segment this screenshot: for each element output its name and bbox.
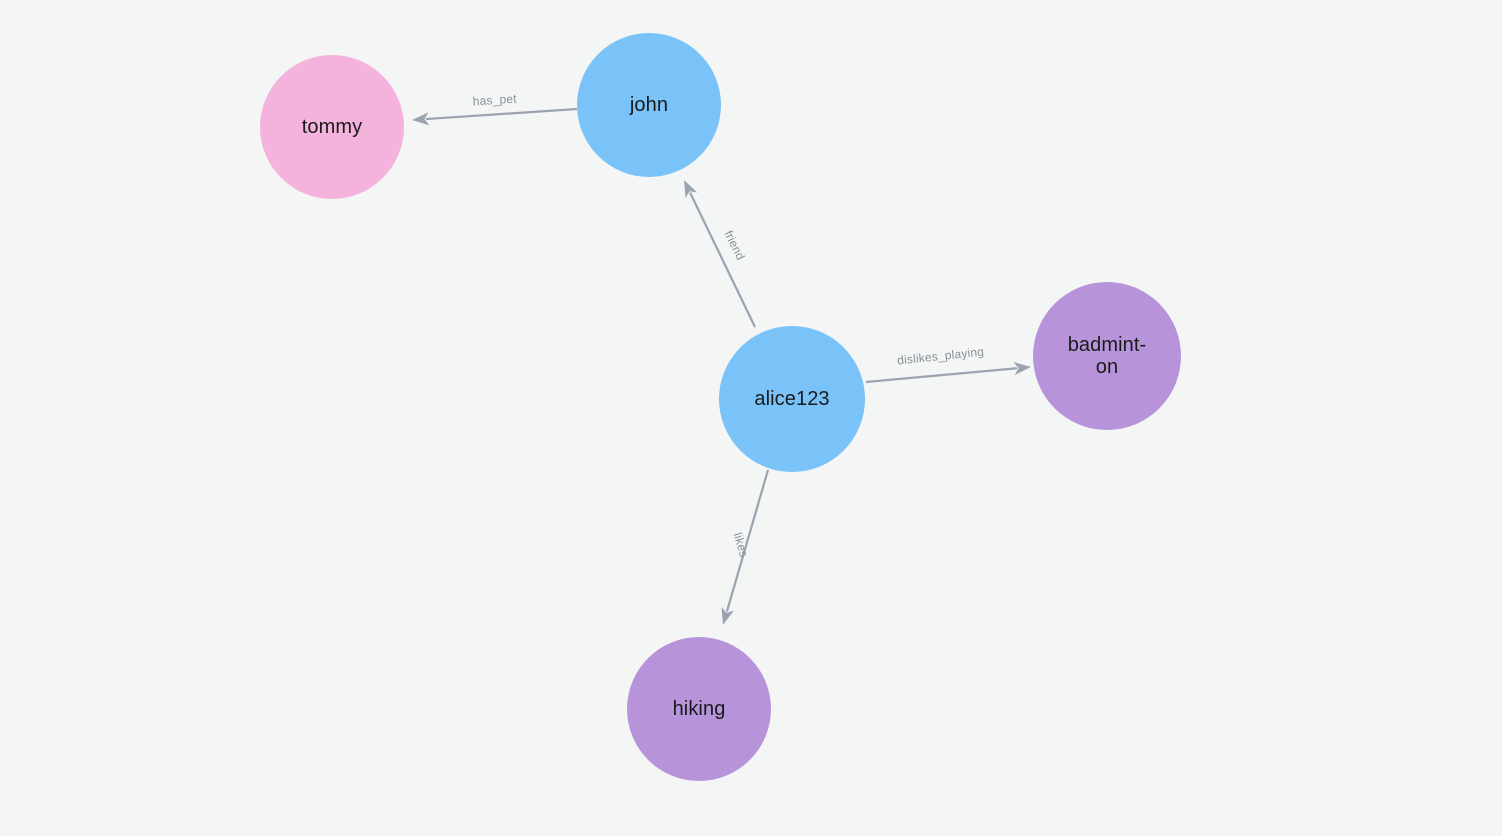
edge-label: friend — [721, 228, 747, 262]
graph-node-badminton[interactable]: badmint-on — [1033, 282, 1181, 430]
graph-node-tommy[interactable]: tommy — [260, 55, 404, 199]
edge-label: dislikes_playing — [896, 345, 984, 368]
edge-line — [865, 367, 1018, 384]
graph-node-label: john — [629, 93, 669, 116]
edge-line — [725, 469, 770, 612]
edge-arrowhead-icon — [412, 112, 430, 126]
graph-node-label: alice123 — [754, 387, 830, 410]
edge-label: has_pet — [472, 91, 517, 108]
edge-label: likes — [731, 531, 751, 559]
graph-edge: friend — [684, 180, 756, 328]
graph-node-label: tommy — [301, 115, 363, 138]
graph-node-label: hiking — [672, 697, 726, 720]
edge-arrowhead-icon — [684, 180, 698, 199]
edge-line — [689, 192, 756, 328]
graph-node-label: badmint-on — [1067, 333, 1147, 378]
graph-node-hiking[interactable]: hiking — [627, 637, 771, 781]
graph-node-john[interactable]: john — [577, 33, 721, 177]
graph-edge: has_pet — [412, 91, 578, 126]
graph-edge: dislikes_playing — [865, 345, 1031, 384]
edge-line — [425, 107, 578, 121]
edge-arrowhead-icon — [1013, 362, 1031, 376]
graph-edge: likes — [721, 469, 770, 625]
graph-node-alice123[interactable]: alice123 — [719, 326, 865, 472]
edge-arrowhead-icon — [721, 606, 734, 625]
